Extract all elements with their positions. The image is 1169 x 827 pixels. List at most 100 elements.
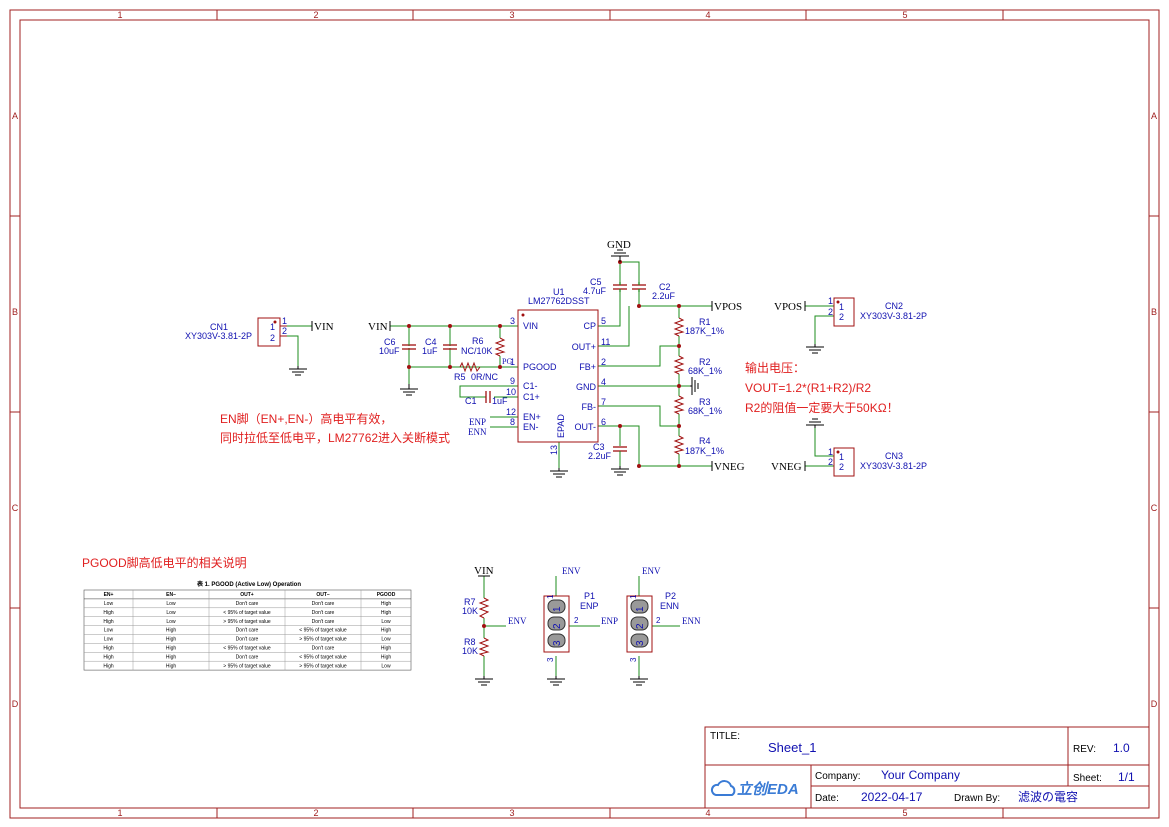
col-label: 3 — [509, 10, 514, 20]
gnd-icon — [400, 384, 418, 396]
ic-pin-name: GND — [576, 382, 597, 392]
col-label: 1 — [117, 808, 122, 818]
vneg-net-label: VNEG — [714, 461, 745, 473]
r4-val: 187K_1% — [685, 446, 724, 456]
ic-lm27762[interactable]: U1 LM27762DSST VIN PGOOD C1- C1+ EN+ EN-… — [506, 287, 610, 455]
c2-val: 2.2uF — [652, 291, 676, 301]
table-header-cell: PGOOD — [377, 592, 396, 598]
c6-ref: C6 — [384, 337, 396, 347]
ic-pin-name: C1+ — [523, 392, 540, 402]
gnd-icon — [289, 366, 307, 376]
table-cell: Low — [381, 637, 391, 643]
table-cell: < 95% of target value — [223, 646, 271, 652]
rev-label: REV: — [1073, 744, 1096, 755]
cloud-icon — [710, 780, 736, 796]
table-cell: Low — [104, 637, 114, 643]
table-cell: Low — [104, 601, 114, 607]
connector-cn1[interactable]: 12 12 — [257, 316, 287, 347]
vin-net-label: VIN — [314, 321, 334, 333]
jumper-p2[interactable]: 1 2 3 1 3 2 — [626, 594, 661, 662]
part-labels: C5 4.7uF C2 2.2uF C6 10uF C4 1uF R6 NC/1… — [185, 277, 927, 656]
ic-ref: U1 — [553, 287, 565, 297]
cap-stubs — [408, 340, 621, 466]
svg-text:1: 1 — [839, 452, 844, 462]
table-cell: High — [166, 646, 177, 652]
row-label: A — [12, 111, 18, 121]
table-caption: 表 1. PGOOD (Active Low) Operation — [196, 580, 301, 588]
svg-text:3: 3 — [629, 657, 638, 662]
table-cell: > 95% of target value — [223, 663, 271, 669]
gnd-icon — [630, 676, 648, 686]
ic-pin-num: 9 — [510, 376, 515, 386]
r5-val: 0R/NC — [471, 372, 499, 382]
ic-pin-num: 1 — [510, 357, 515, 367]
ic-pin-name: VIN — [523, 321, 538, 331]
col-label: 2 — [313, 10, 318, 20]
svg-text:1: 1 — [828, 296, 833, 306]
svg-text:1: 1 — [839, 302, 844, 312]
row-label: D — [12, 699, 19, 709]
table-cell: > 95% of target value — [223, 619, 271, 625]
ic-pin-num: 5 — [601, 316, 606, 326]
net-labels: GND VIN VIN VPOS VPOS VNEG VNEG VIN — [314, 239, 802, 577]
ic-pin-num: 13 — [549, 445, 559, 455]
cn2-val: XY303V-3.81-2P — [860, 311, 927, 321]
table-cell: Low — [104, 628, 114, 634]
gnd-icon — [475, 676, 493, 686]
table-cell: Don't care — [312, 601, 335, 607]
jumper-p1[interactable]: 1 2 3 1 3 2 — [543, 594, 579, 662]
table-cell: High — [381, 628, 392, 634]
svg-text:3: 3 — [552, 640, 563, 646]
svg-text:2: 2 — [552, 623, 563, 629]
col-label: 4 — [705, 10, 710, 20]
r2-ref: R2 — [699, 357, 711, 367]
table-cell: High — [103, 663, 114, 669]
table-cell: High — [166, 654, 177, 660]
table-cell: Low — [381, 663, 391, 669]
ic-pin-name: EN- — [523, 422, 539, 432]
c4-val: 1uF — [422, 346, 438, 356]
logo-text: 立创EDA — [737, 780, 799, 798]
sheet-frame — [9, 9, 1160, 819]
table-cell: Don't care — [236, 601, 259, 607]
p2-val: ENN — [660, 601, 679, 611]
table-cell: < 95% of target value — [299, 654, 347, 660]
en-note-line1: EN脚（EN+,EN-）高电平有效， — [220, 411, 392, 426]
company-value: Your Company — [881, 768, 960, 782]
table-cell: High — [166, 628, 177, 634]
svg-text:2: 2 — [839, 462, 844, 472]
r6-ref: R6 — [472, 336, 484, 346]
date-value: 2022-04-17 — [861, 790, 923, 804]
resistor-symbols — [459, 317, 685, 657]
col-label: 1 — [117, 10, 122, 20]
connector-cn3[interactable]: 12 12 — [828, 447, 855, 477]
cap-covers — [400, 346, 459, 348]
row-label: C — [1151, 503, 1158, 513]
c5-val: 4.7uF — [583, 286, 607, 296]
table-cell: Don't care — [236, 654, 259, 660]
pgood-title: PGOOD脚高低电平的相关说明 — [82, 555, 247, 570]
svg-text:2: 2 — [828, 457, 833, 467]
enn-net-label: ENN — [468, 427, 487, 437]
ic-name: LM27762DSST — [528, 296, 590, 306]
table-cell: High — [103, 619, 114, 625]
table-cell: Don't care — [312, 646, 335, 652]
c5-ref: C5 — [590, 277, 602, 287]
ic-pin-name: PGOOD — [523, 362, 557, 372]
lceda-logo: 立创EDA — [710, 780, 799, 798]
env-net-label: ENV — [642, 566, 661, 576]
cn3-ref: CN3 — [885, 451, 903, 461]
notes: 输出电压： VOUT=1.2*(R1+R2)/R2 R2的阻值一定要大于50KΩ… — [82, 360, 899, 570]
col-label: 5 — [902, 808, 907, 818]
gnd-icon — [547, 676, 565, 686]
ic-pin-name: OUT+ — [572, 342, 596, 352]
connector-cn2[interactable]: 12 12 — [828, 296, 855, 327]
c4-ref: C4 — [425, 337, 437, 347]
table-cell: Don't care — [312, 619, 335, 625]
ic-pin-num: 8 — [510, 417, 515, 427]
svg-text:1: 1 — [546, 594, 555, 599]
r6-val: NC/10K — [461, 346, 493, 356]
title-label: TITLE: — [710, 731, 740, 742]
gnd-icon — [611, 249, 629, 262]
gnd-icon — [611, 466, 629, 476]
